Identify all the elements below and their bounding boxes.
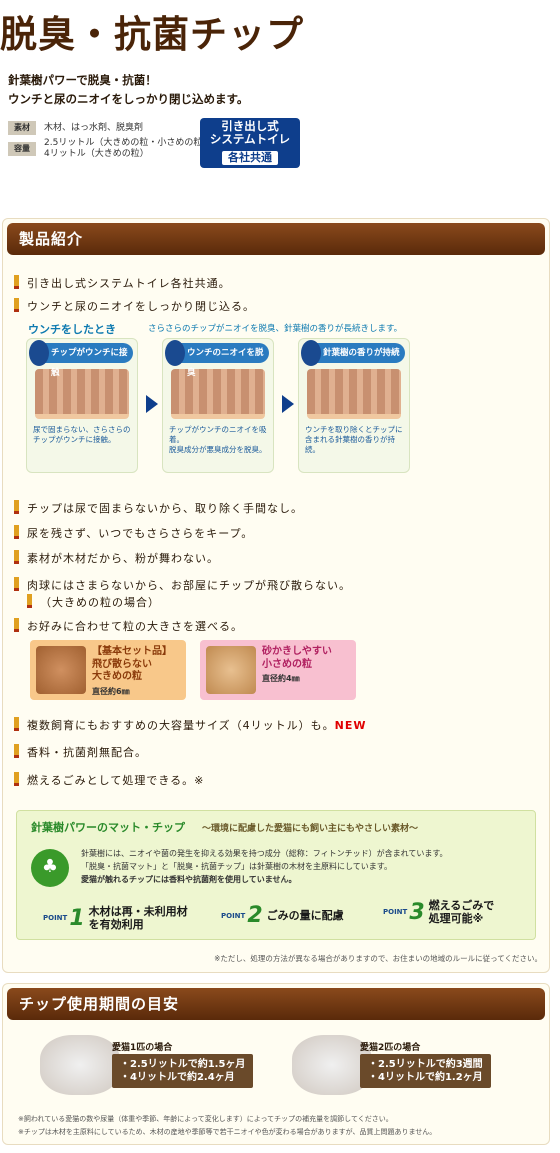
feature-text: 複数飼育にもおすすめの大容量サイズ（4リットル）も。: [27, 719, 335, 732]
chip-illustration: [171, 369, 265, 419]
intro-line2: ウンチと尿のニオイをしっかり閉じ込めます。: [8, 92, 249, 106]
card1-line2: 飛び散らない: [92, 658, 152, 670]
new-badge: NEW: [334, 719, 367, 732]
mat-desc-1: 針葉樹には、ニオイや菌の発生を抑える効果を持つ成分（総称：フィトンチッド）が含ま…: [81, 849, 448, 858]
footer-notes: ※飼われている愛猫の数や尿量（体重や季節、年齢によって変化します）によってチップ…: [18, 1113, 436, 1139]
diagram-heading: ウンチをしたとき: [28, 323, 116, 336]
arrow-right-icon: [146, 395, 158, 413]
system-toilet-badge: 引き出し式 システムトイレ 各社共通: [200, 118, 300, 168]
mat-subtitle: ～環境に配慮した愛猫にも飼い主にもやさしい素材～: [202, 824, 419, 834]
small-chip-image: [206, 646, 256, 694]
page-title: 脱臭・抗菌チップ: [0, 13, 304, 56]
card1-line3: 大きめの粒: [92, 671, 142, 682]
point1-line2: を有効利用: [88, 918, 144, 931]
mat-title: 針葉樹パワーのマット・チップ: [31, 821, 185, 834]
step-2-panel: ウンチのニオイを脱臭 チップがウンチのニオイを吸着。 脱臭成分が悪臭成分を脱臭。: [162, 338, 274, 473]
feature-item: 素材が木材だから、粉が舞わない。: [14, 550, 219, 566]
intro-text: 針葉樹パワーで脱臭・抗菌！ ウンチと尿のニオイをしっかり閉じ込めます。: [8, 71, 248, 109]
step-2-title: ウンチのニオイを脱臭: [165, 340, 269, 378]
chip-illustration: [35, 369, 129, 419]
material-label: 素材: [8, 121, 36, 135]
point3-line2: 処理可能※: [428, 912, 484, 925]
spec-table: 素材 木材、はっ水剤、脱臭剤 容量 2.5リットル（大きめの粒・小さめの粒） 4…: [8, 121, 211, 163]
tree-icon: ♣: [31, 849, 69, 887]
material-value: 木材、はっ水剤、脱臭剤: [44, 122, 144, 133]
capacity-label: 容量: [8, 142, 36, 156]
badge-line3: 各社共通: [222, 151, 278, 165]
one-cat-line2: ・4リットルで約2.4ヶ月: [120, 1072, 235, 1083]
feature-item: 燃えるごみとして処理できる。※: [14, 772, 204, 788]
two-cats-line2: ・4リットルで約1.2ヶ月: [368, 1072, 483, 1083]
footer-note-2: ※チップは木材を主原料にしているため、木材の産地や季節等で若干ニオイや色が変わる…: [18, 1128, 437, 1136]
feature-subnote-text: （大きめの粒の場合）: [40, 596, 160, 609]
step-3-panel: 針葉樹の香りが持続 ウンチを取り除くとチップに 含まれる針葉樹の香りが持続。: [298, 338, 410, 473]
mat-chip-box: 針葉樹パワーのマット・チップ ～環境に配慮した愛猫にも飼い主にもやさしい素材～ …: [16, 810, 536, 940]
two-cats-line1: ・2.5リットルで約3週間: [368, 1059, 483, 1070]
step-1-panel: チップがウンチに接触 尿で固まらない、さらさらの チップがウンチに接触。: [26, 338, 138, 473]
one-cat-box: ・2.5リットルで約1.5ヶ月 ・4リットルで約2.4ヶ月: [112, 1054, 254, 1088]
card1-diameter: 直径約6㎜: [92, 686, 130, 696]
chip-illustration: [307, 369, 401, 419]
badge-line2: システムトイレ: [209, 132, 291, 146]
feature-item: ウンチと尿のニオイをしっかり閉じ込る。: [14, 298, 255, 314]
feature-item: 香料・抗菌剤無配合。: [14, 744, 147, 760]
period-heading: チップ使用期間の目安: [7, 988, 545, 1020]
card2-line2: 小さめの粒: [262, 658, 312, 670]
point-label: POINT: [43, 914, 68, 922]
product-heading: 製品紹介: [7, 223, 545, 255]
step-1-caption-2: チップがウンチに接触。: [33, 435, 116, 444]
capacity-line1: 2.5リットル（大きめの粒・小さめの粒）: [44, 138, 212, 148]
point2-text: ごみの量に配慮: [266, 909, 344, 922]
mat-desc-2: 「脱臭・抗菌マット」と「脱臭・抗菌チップ」は針葉樹の木材を主原料にしています。: [81, 862, 392, 871]
large-chip-image: [36, 646, 86, 694]
capacity-line2: 4リットル（大きめの粒）: [44, 149, 149, 159]
step-2-caption-1: チップがウンチのニオイを吸着。: [169, 425, 267, 444]
step-3-caption-2: 含まれる針葉樹の香りが持続。: [305, 435, 395, 454]
point1-line1: 木材は再・未利用材: [88, 905, 188, 918]
card2-diameter: 直径約4㎜: [262, 674, 300, 683]
card1-line1: 【基本セット品】: [92, 646, 172, 657]
card2-line1: 砂かきしやすい: [262, 646, 332, 657]
step-2-caption-2: 脱臭成分が悪臭成分を脱臭。: [169, 445, 267, 454]
step-1-caption-1: 尿で固まらない、さらさらの: [33, 425, 131, 434]
diagram-note: さらさらのチップがニオイを脱臭、針葉樹の香りが長続きします。: [148, 324, 403, 334]
step-3-caption-1: ウンチを取り除くとチップに: [305, 425, 403, 434]
feature-item: お好みに合わせて粒の大きさを選べる。: [14, 618, 243, 634]
kitten-photo: [40, 1035, 120, 1095]
feature-item: 尿を残さず、いつでもさらさらをキープ。: [14, 525, 253, 541]
feature-item: 引き出し式システムトイレ各社共通。: [14, 275, 231, 291]
footer-note-1: ※飼われている愛猫の数や尿量（体重や季節、年齢によって変化します）によってチップ…: [18, 1115, 393, 1123]
point-label: POINT: [221, 911, 246, 920]
intro-line1: 針葉樹パワーで脱臭・抗菌！: [8, 73, 157, 87]
large-grain-card: 【基本セット品】 飛び散らない 大きめの粒 直径約6㎜: [30, 640, 186, 700]
feature-item: チップは尿で固まらないから、取り除く手間なし。: [14, 500, 303, 516]
feature-item: 肉球にはさまらないから、お部屋にチップが飛び散らない。: [14, 577, 351, 593]
step-1-title: チップがウンチに接触: [29, 340, 133, 378]
step-3-title: 針葉樹の香りが持続: [301, 340, 405, 366]
feature-subnote: （大きめの粒の場合）: [14, 594, 160, 610]
badge-line1: 引き出し式: [221, 119, 279, 133]
one-cat-label: 愛猫1匹の場合: [112, 1043, 173, 1053]
point3-line1: 燃えるごみで: [428, 899, 495, 912]
one-cat-line1: ・2.5リットルで約1.5ヶ月: [120, 1059, 246, 1070]
disposal-note: ※ただし、処理の方法が異なる場合がありますので、お住まいの地域のルールに従ってく…: [214, 954, 542, 963]
feature-item: 複数飼育にもおすすめの大容量サイズ（4リットル）も。NEW: [14, 717, 367, 733]
two-cats-label: 愛猫2匹の場合: [360, 1043, 421, 1053]
point-label: POINT: [383, 908, 408, 916]
mat-desc-3: 愛猫が触れるチップには香料や抗菌剤を使用していません。: [81, 875, 297, 884]
small-grain-card: 砂かきしやすい 小さめの粒 直径約4㎜: [200, 640, 356, 700]
two-cats-box: ・2.5リットルで約3週間 ・4リットルで約1.2ヶ月: [360, 1054, 491, 1088]
arrow-right-icon: [282, 395, 294, 413]
two-kittens-photo: [292, 1035, 372, 1095]
